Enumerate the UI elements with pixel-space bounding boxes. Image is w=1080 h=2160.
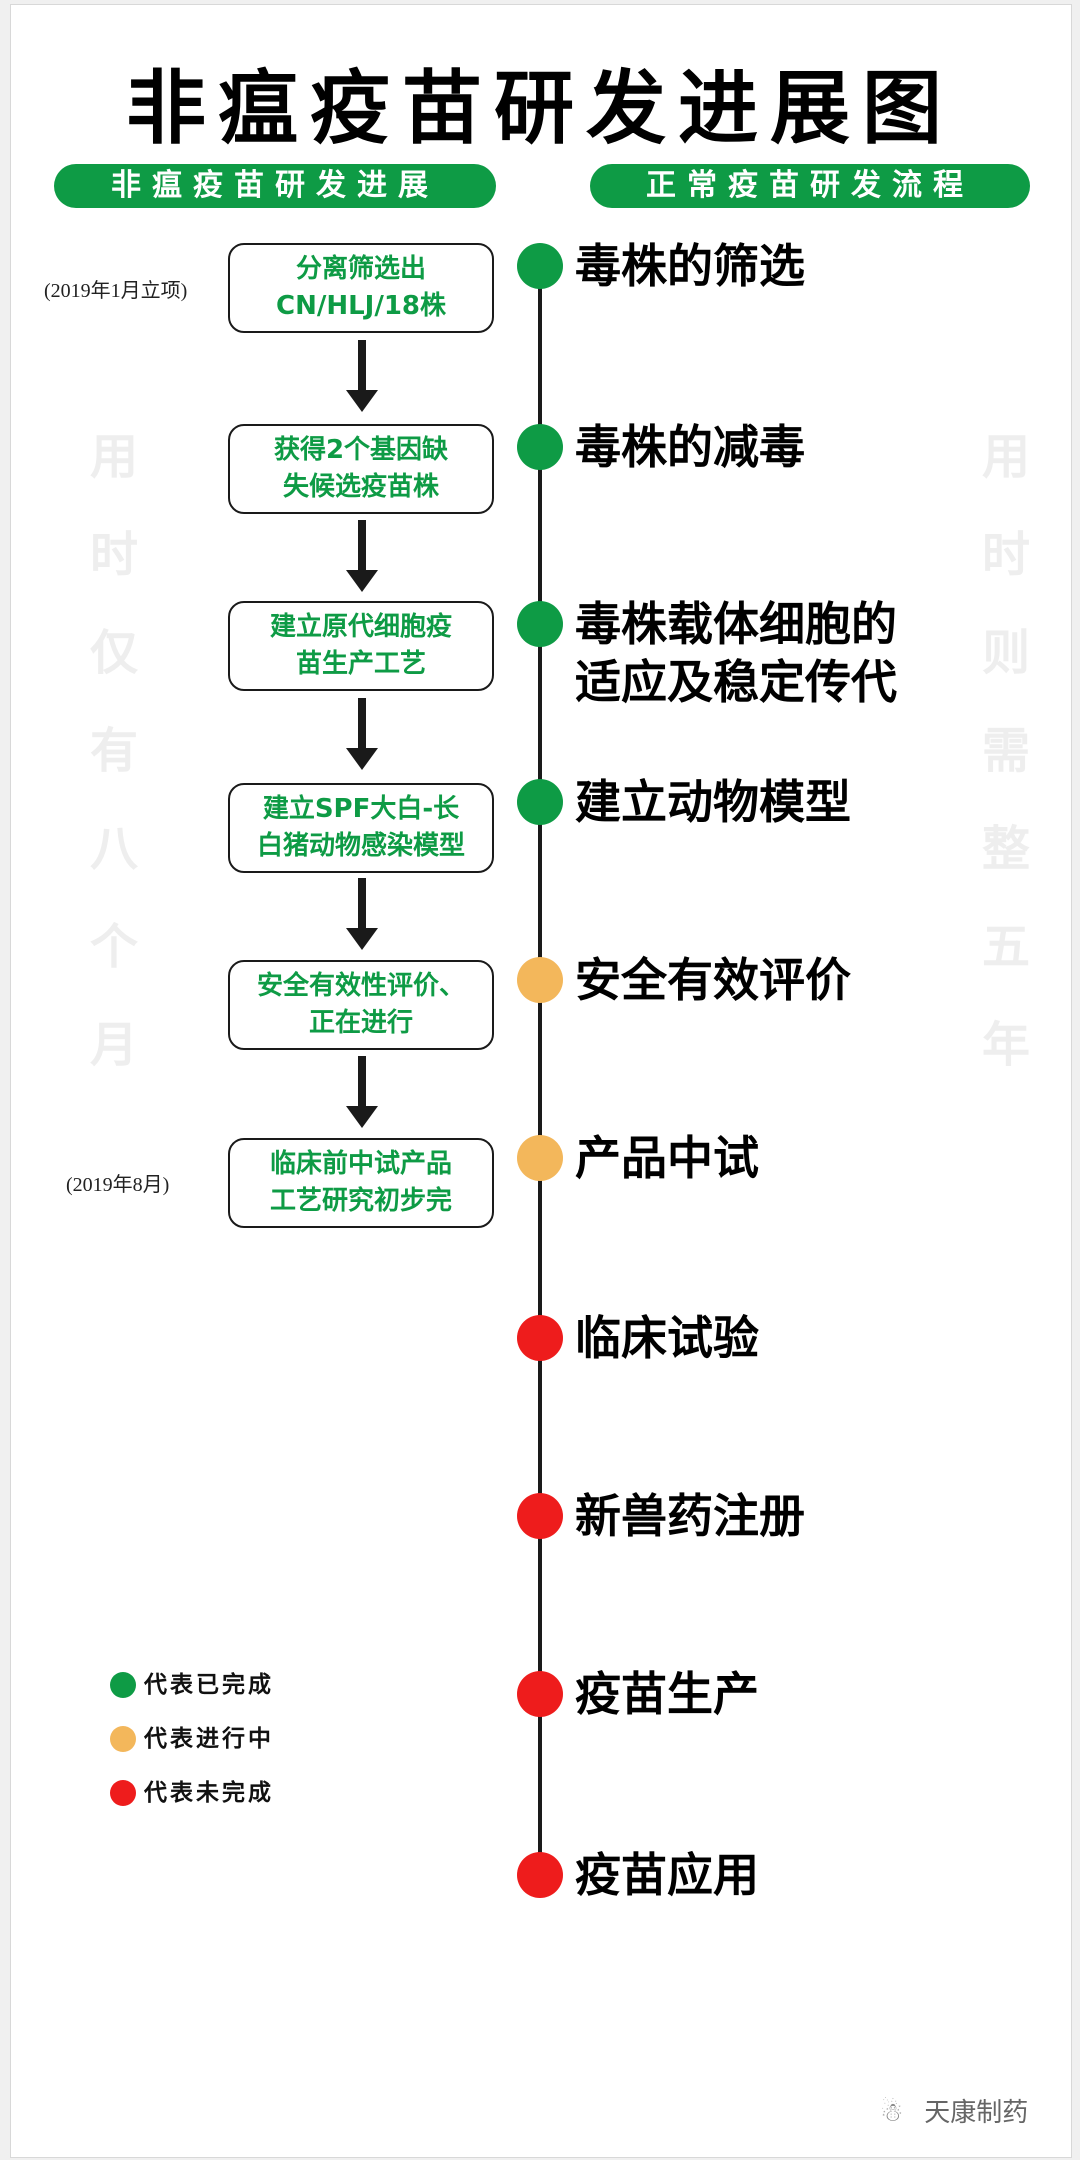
left-side-char: 月 <box>89 1017 138 1073</box>
page-title: 非瘟疫苗研发进展图 <box>126 62 954 155</box>
right-header-pill: 正常疫苗研发流程 <box>590 164 1030 208</box>
left-header-pill: 非瘟疫苗研发进展 <box>54 164 496 208</box>
down-arrow <box>346 878 378 952</box>
progress-box-line: 失候选疫苗株 <box>282 472 439 502</box>
start-date-note: (2019年1月立项) <box>44 280 188 302</box>
step-dot <box>517 424 563 470</box>
left-side-char: 用 <box>89 429 138 485</box>
right-side-char: 年 <box>981 1017 1030 1073</box>
step-label: 产品中试 <box>575 1131 759 1185</box>
step-dot <box>517 1135 563 1181</box>
down-arrow <box>346 520 378 594</box>
timeline-line <box>538 266 542 1878</box>
progress-box: 建立原代细胞疫 苗生产工艺 <box>228 601 494 691</box>
legend-dot <box>110 1672 136 1698</box>
right-side-char: 则 <box>981 625 1030 681</box>
legend-label: 代表未完成 <box>144 1780 274 1806</box>
legend-dot <box>110 1726 136 1752</box>
left-side-char: 八 <box>89 821 138 877</box>
wechat-icon: ☃ <box>880 2098 904 2128</box>
down-arrow <box>346 698 378 772</box>
legend-label: 代表已完成 <box>144 1672 274 1698</box>
progress-box-line: 工艺研究初步完 <box>269 1186 452 1216</box>
step-label: 新兽药注册 <box>575 1489 805 1543</box>
left-side-char: 仅 <box>89 625 138 681</box>
progress-box-line: 临床前中试产品 <box>269 1149 452 1179</box>
right-side-char: 需 <box>981 723 1030 779</box>
progress-box: 获得2个基因缺 失候选疫苗株 <box>228 424 494 514</box>
progress-box-line: 苗生产工艺 <box>295 649 426 679</box>
progress-box-line: 正在进行 <box>308 1008 413 1038</box>
step-label: 建立动物模型 <box>575 775 851 829</box>
progress-box: 安全有效性评价、 正在进行 <box>228 960 494 1050</box>
step-label: 毒株载体细胞的 适应及稳定传代 <box>575 595 897 711</box>
progress-box-line: 分离筛选出 <box>295 254 426 284</box>
down-arrow <box>346 1056 378 1130</box>
progress-box-line: 获得2个基因缺 <box>273 435 449 465</box>
progress-box: 建立SPF大白-长 白猪动物感染模型 <box>228 783 494 873</box>
step-dot <box>517 601 563 647</box>
step-dot <box>517 1671 563 1717</box>
step-dot <box>517 957 563 1003</box>
step-label: 临床试验 <box>575 1311 759 1365</box>
step-label: 毒株的减毒 <box>575 420 805 474</box>
left-side-text: 用 时 仅 有 八 个 月 <box>84 408 144 1094</box>
watermark-text: 天康制药 <box>924 2098 1029 2128</box>
progress-box: 分离筛选出 CN/HLJ/18株 <box>228 243 494 333</box>
step-label: 疫苗生产 <box>575 1667 759 1721</box>
step-dot <box>517 779 563 825</box>
right-side-char: 五 <box>981 919 1030 975</box>
end-date-note: (2019年8月) <box>66 1174 170 1196</box>
step-label: 安全有效评价 <box>575 953 851 1007</box>
progress-box-line: 建立SPF大白-长 <box>262 794 460 824</box>
step-dot <box>517 1493 563 1539</box>
progress-box-line: 安全有效性评价、 <box>256 971 465 1001</box>
progress-box: 临床前中试产品 工艺研究初步完 <box>228 1138 494 1228</box>
right-side-char: 整 <box>981 821 1030 877</box>
progress-box-line: CN/HLJ/18株 <box>275 291 447 321</box>
left-side-char: 有 <box>89 723 138 779</box>
legend-dot <box>110 1780 136 1806</box>
progress-box-line: 建立原代细胞疫 <box>269 612 452 642</box>
right-side-char: 用 <box>981 429 1030 485</box>
right-side-text: 用 时 则 需 整 五 年 <box>976 408 1036 1094</box>
step-dot <box>517 243 563 289</box>
left-side-char: 个 <box>89 919 138 975</box>
step-label-line: 适应及稳定传代 <box>575 655 897 709</box>
step-dot <box>517 1315 563 1361</box>
right-side-char: 时 <box>981 527 1030 583</box>
progress-box-line: 白猪动物感染模型 <box>256 831 465 861</box>
step-dot <box>517 1852 563 1898</box>
left-side-char: 时 <box>89 527 138 583</box>
step-label-line: 毒株载体细胞的 <box>575 597 897 651</box>
step-label: 疫苗应用 <box>575 1848 759 1902</box>
legend-label: 代表进行中 <box>144 1726 274 1752</box>
down-arrow <box>346 340 378 414</box>
step-label: 毒株的筛选 <box>575 239 805 293</box>
watermark: ☃ 天康制药 <box>880 2092 1028 2129</box>
